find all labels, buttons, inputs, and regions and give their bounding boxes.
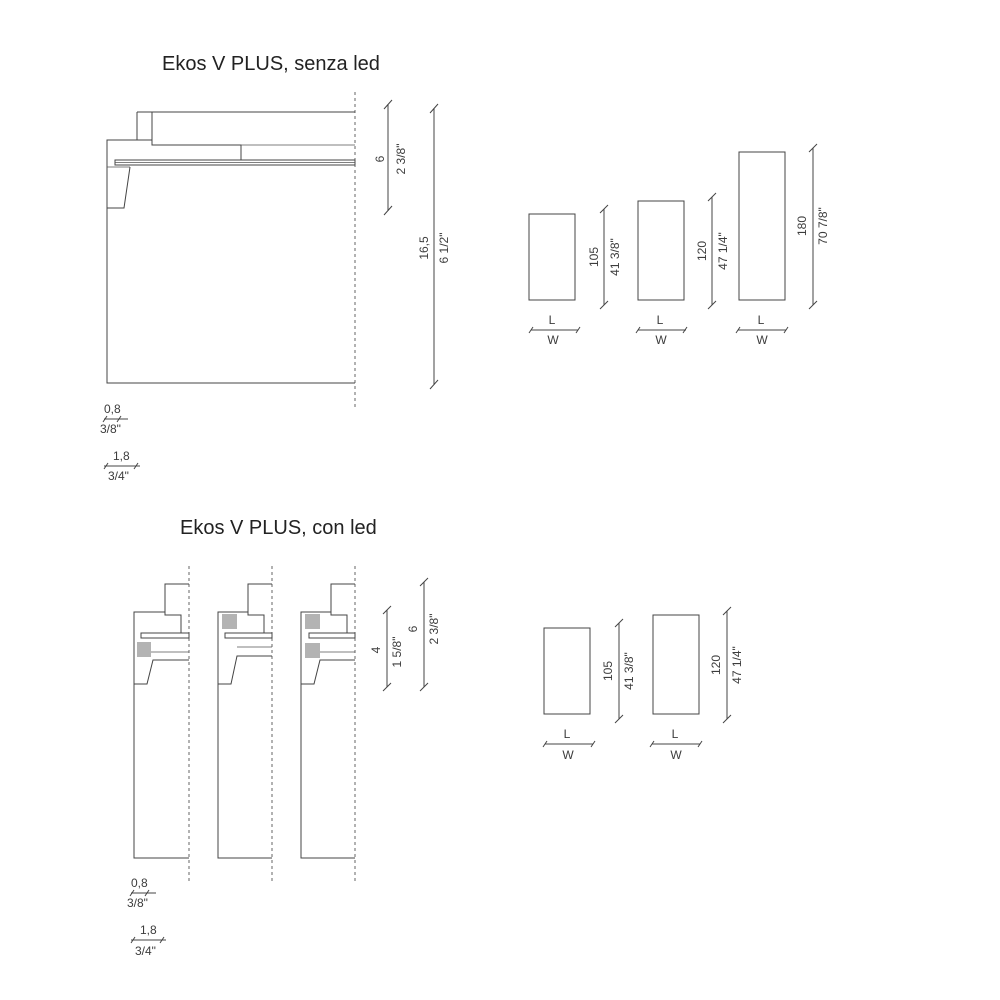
top-height-total-in: 6 1/2": [437, 233, 451, 264]
bottom-panel-105: 105 41 3/8" L W: [542, 618, 636, 762]
bottom-profile-drawing-b: [217, 566, 273, 883]
top-height-total-mm: 16,5: [417, 236, 431, 260]
top-panel-180-w: W: [756, 333, 768, 347]
top-panel-120-mm: 120: [695, 241, 709, 261]
bottom-panel-105-w: W: [562, 748, 574, 762]
bottom-panel-120-l: L: [672, 727, 679, 741]
bottom-panel-120-w: W: [670, 748, 682, 762]
bottom-profile-drawing-c: [300, 566, 356, 883]
bottom-height-b-mm: 6: [406, 625, 420, 632]
top-panel-180-l: L: [758, 313, 765, 327]
bottom-panel-105-mm: 105: [601, 661, 615, 681]
bottom-panel-105-in: 41 3/8": [622, 652, 636, 690]
top-panel-105-in: 41 3/8": [608, 238, 622, 276]
top-thickness-b-dimension: 1,8 3/4": [103, 449, 140, 483]
bottom-height-b-dimension: 6 2 3/8": [406, 577, 441, 692]
top-thick-b-in: 3/4": [108, 469, 129, 483]
top-panel-180-mm: 180: [795, 216, 809, 236]
bottom-height-a-in: 1 5/8": [390, 637, 404, 668]
bottom-panel-120: 120 47 1/4" L W: [649, 606, 744, 762]
led-block: [137, 642, 151, 657]
led-block: [222, 614, 237, 629]
top-thick-a-mm: 0,8: [104, 402, 121, 416]
top-height-total-dimension: 16,5 6 1/2": [417, 103, 451, 390]
led-block: [305, 614, 320, 629]
bottom-thick-a-in: 3/8": [127, 896, 148, 910]
bottom-thick-a-mm: 0,8: [131, 876, 148, 890]
top-thick-a-in: 3/8": [100, 422, 121, 436]
top-thick-b-mm: 1,8: [113, 449, 130, 463]
bottom-thick-b-mm: 1,8: [140, 923, 157, 937]
led-block: [305, 643, 320, 658]
top-thickness-a-dimension: 0,8 3/8": [100, 402, 128, 436]
bottom-panel-120-mm: 120: [709, 655, 723, 675]
bottom-thickness-a-dimension: 0,8 3/8": [127, 876, 156, 910]
bottom-height-b-in: 2 3/8": [427, 614, 441, 645]
top-panel-105-mm: 105: [587, 247, 601, 267]
top-height-small-mm: 6: [373, 155, 387, 162]
top-panel-120-in: 47 1/4": [716, 232, 730, 270]
bottom-height-a-mm: 4: [369, 646, 383, 653]
top-height-small-in: 2 3/8": [394, 144, 408, 175]
top-panel-120-l: L: [657, 313, 664, 327]
top-panel-180-in: 70 7/8": [816, 207, 830, 245]
top-panel-105-w: W: [547, 333, 559, 347]
bottom-panel-105-l: L: [564, 727, 571, 741]
bottom-panel-120-in: 47 1/4": [730, 646, 744, 684]
bottom-height-a-dimension: 4 1 5/8": [369, 605, 404, 692]
top-panel-105-l: L: [549, 313, 556, 327]
top-panel-120-w: W: [655, 333, 667, 347]
top-profile-drawing: [106, 111, 356, 384]
bottom-thick-b-in: 3/4": [135, 944, 156, 958]
bottom-title: Ekos V PLUS, con led: [180, 517, 377, 539]
top-panel-105: 105 41 3/8" L W: [528, 204, 622, 347]
top-panel-180: 180 70 7/8" L W: [735, 143, 830, 347]
top-height-small-dimension: 6 2 3/8": [373, 99, 408, 216]
bottom-thickness-b-dimension: 1,8 3/4": [130, 923, 166, 958]
top-title: Ekos V PLUS, senza led: [162, 53, 380, 75]
bottom-profile-drawing-a: [133, 566, 190, 883]
top-panel-120: 120 47 1/4" L W: [635, 192, 730, 347]
